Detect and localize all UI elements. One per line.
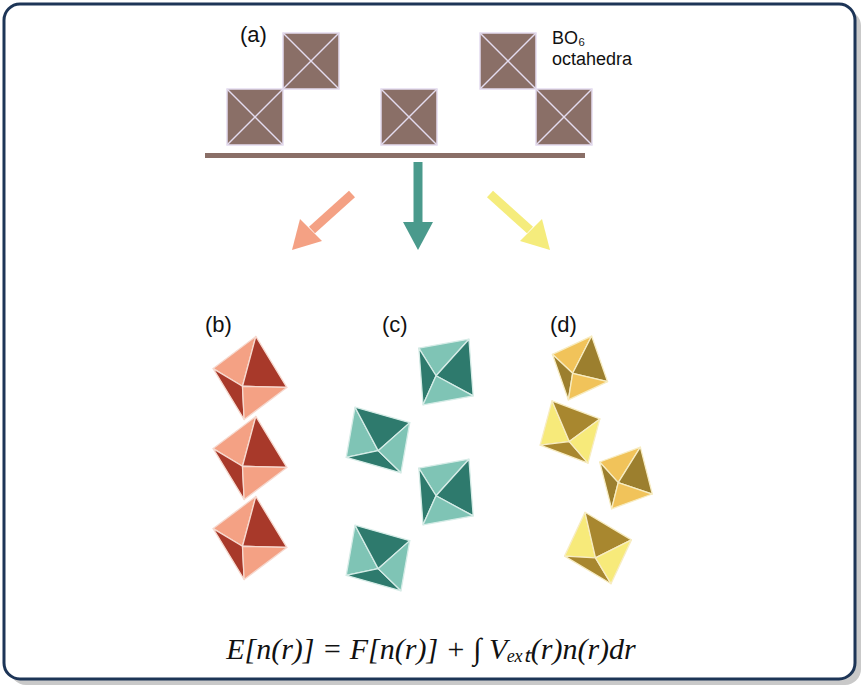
octahedron-face (242, 336, 286, 387)
panel-label-text: (a) (240, 22, 267, 47)
octahedron (565, 512, 632, 583)
octahedron-face (569, 419, 600, 463)
panel (4, 4, 855, 679)
octahedra-chains (213, 336, 652, 591)
octahedron (552, 336, 607, 400)
panel-label: (b) (205, 312, 232, 337)
panel-label-text: (b) (205, 312, 232, 337)
octahedron-face (213, 529, 244, 580)
equation-text: E[n(r)] = F[n(r)] + ∫ Vₑₓₜ(r)n(r)dr (226, 632, 636, 665)
octahedron-face (213, 449, 244, 500)
octahedron (346, 525, 410, 591)
octahedron-face (242, 386, 286, 419)
panel-label: (a) (240, 22, 267, 47)
panel-label-text: (c) (382, 312, 408, 337)
octahedron-face (423, 376, 473, 405)
octahedron (419, 459, 473, 525)
octahedron-face (568, 373, 607, 400)
panel-label-text: (d) (550, 312, 577, 337)
octahedron-face (213, 369, 244, 420)
octahedron-face (378, 423, 410, 473)
octahedron-face (242, 496, 286, 547)
octahedron (419, 339, 473, 405)
octahedron (213, 336, 287, 419)
part-name-text: BO₆ octahedra (552, 28, 632, 69)
equation: E[n(r)] = F[n(r)] + ∫ Vₑₓₜ(r)n(r)dr (226, 632, 636, 667)
octahedron-face (242, 466, 286, 499)
octahedron-face (423, 496, 473, 525)
octahedron-face (378, 541, 410, 591)
octahedron (540, 401, 600, 463)
octahedron (213, 416, 287, 499)
octahedron-face (596, 540, 632, 584)
octahedron (600, 447, 653, 509)
octahedron (346, 407, 410, 473)
octahedron (213, 496, 287, 579)
octahedron-face (612, 483, 653, 509)
arrows (292, 162, 550, 250)
octahedron-face (242, 416, 286, 467)
panel-label: (d) (550, 312, 577, 337)
part-name: BO₆ octahedra (552, 28, 642, 69)
base-line (205, 153, 585, 158)
panel-label: (c) (382, 312, 408, 337)
octahedra-row (227, 33, 592, 145)
octahedron-face (242, 546, 286, 579)
